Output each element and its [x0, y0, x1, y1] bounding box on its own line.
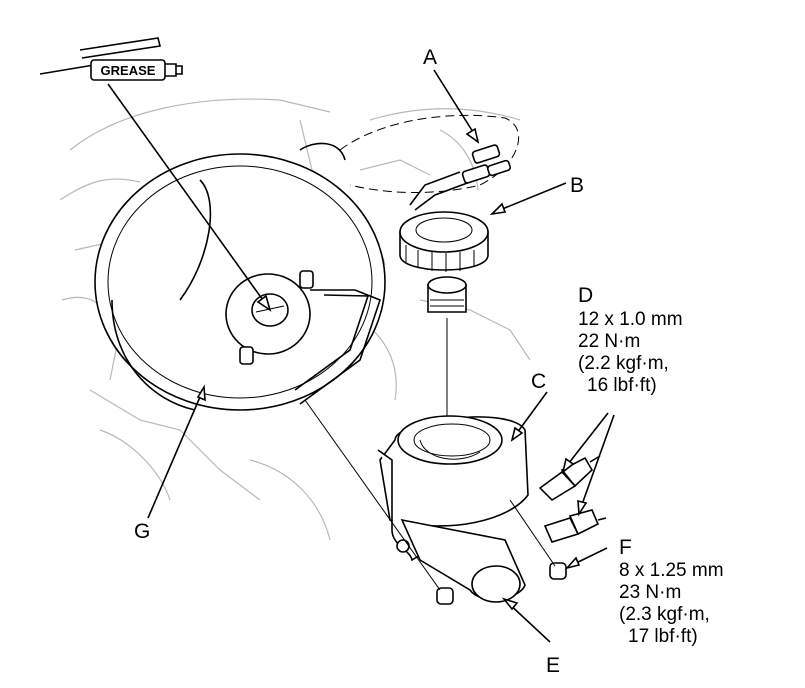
grease-gun-icon: GREASE — [39, 37, 183, 81]
spec-d-line-1: 12 x 1.0 mm — [578, 309, 683, 330]
master-cylinder — [304, 399, 567, 605]
spec-d-line-4: 16 lbf·ft) — [587, 375, 657, 396]
spec-f-line-2: 23 N·m — [619, 582, 681, 603]
brake-booster — [94, 142, 386, 411]
grease-label: GREASE — [101, 63, 156, 78]
callout-b: B — [570, 174, 584, 197]
callout-a: A — [423, 46, 437, 69]
callout-d: D — [578, 284, 593, 307]
spec-f-line-1: 8 x 1.25 mm — [619, 560, 724, 581]
leader-lines — [107, 69, 615, 643]
callout-labels: A B C D E F G — [134, 46, 632, 677]
callout-g: G — [134, 520, 150, 543]
brake-line-flare-nuts — [538, 455, 607, 543]
callout-e: E — [546, 654, 560, 677]
spec-f-line-3: (2.3 kgf·m, — [619, 604, 710, 625]
reservoir-cap — [399, 211, 489, 430]
spec-d: 12 x 1.0 mm 22 N·m (2.2 kgf·m, 16 lbf·ft… — [578, 309, 683, 396]
spec-f: 8 x 1.25 mm 23 N·m (2.3 kgf·m, 17 lbf·ft… — [619, 560, 724, 647]
spec-d-line-3: (2.2 kgf·m, — [578, 353, 669, 374]
spec-d-line-2: 22 N·m — [578, 331, 640, 352]
callout-f: F — [619, 536, 632, 559]
spec-f-line-4: 17 lbf·ft) — [628, 626, 698, 647]
callout-c: C — [531, 370, 546, 393]
level-switch-connector — [339, 114, 520, 211]
